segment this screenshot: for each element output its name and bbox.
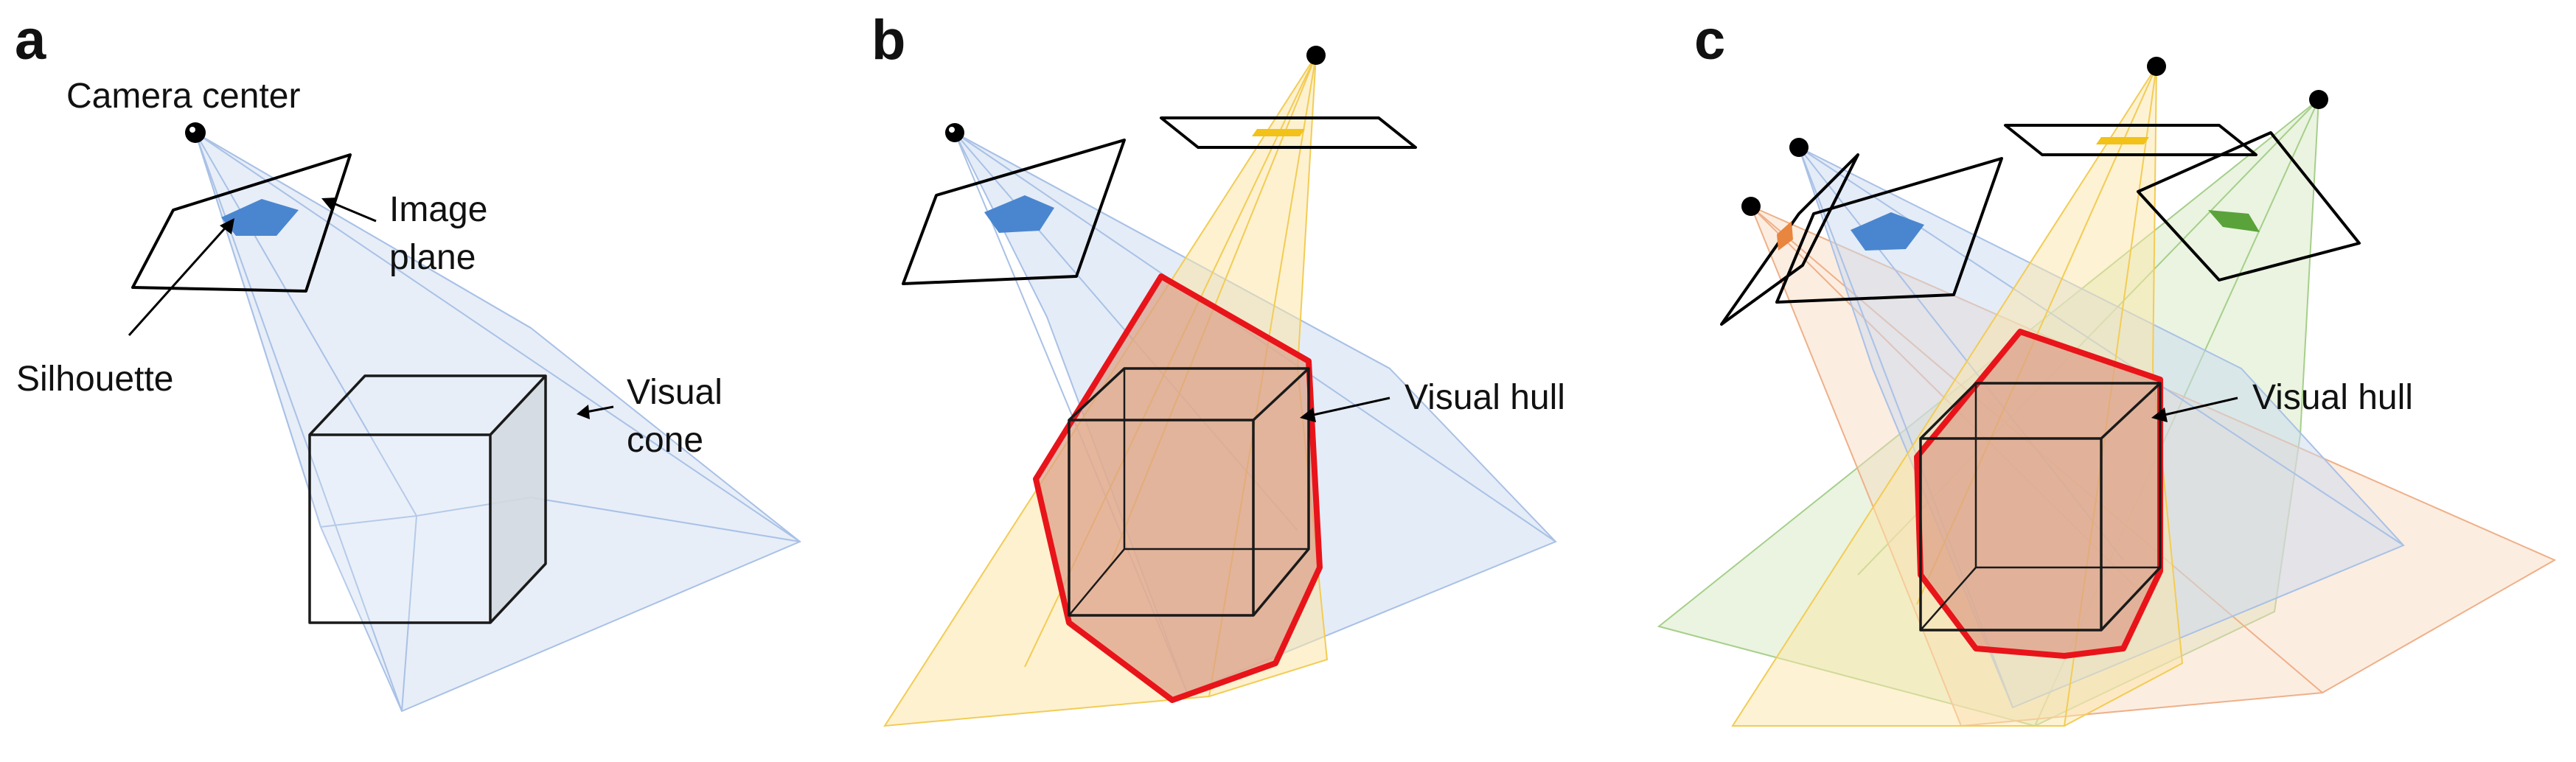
image-plane-orange xyxy=(1720,153,1859,326)
visual-hull-pointer xyxy=(2157,396,2238,418)
image-plane-blue xyxy=(902,139,1126,285)
image-plane-blue xyxy=(1775,157,2003,304)
camera-center-dot xyxy=(1741,197,1761,216)
arrowhead xyxy=(2151,408,2168,422)
image-plane xyxy=(131,153,352,293)
arrowhead xyxy=(220,218,234,234)
cone-base-edge xyxy=(401,515,417,712)
camera-center-highlight xyxy=(949,127,955,133)
yellow-silhouette xyxy=(2096,137,2149,144)
arrowhead xyxy=(321,198,338,211)
cone-base xyxy=(320,496,801,542)
panel-letter-c: c xyxy=(1694,9,1725,71)
cone-ray xyxy=(195,132,532,329)
cube-hidden-edge xyxy=(1920,567,1977,631)
blue-visual-cone xyxy=(194,130,801,713)
camera-center-dot xyxy=(2309,90,2328,109)
visual-hull-pointer xyxy=(1306,396,1390,418)
blue-silhouette xyxy=(1851,212,1924,251)
yellow-silhouette xyxy=(1252,129,1305,136)
visual-cone-label-line1: Visual xyxy=(627,373,723,412)
blue-silhouette xyxy=(221,199,299,236)
orange-silhouette xyxy=(1777,221,1793,251)
visual-cone-label-line2: cone xyxy=(627,421,703,460)
cube xyxy=(308,374,547,624)
image-plane-label-line2: plane xyxy=(389,238,476,277)
image-plane-yellow xyxy=(2004,124,2258,156)
image-plane-green xyxy=(2137,131,2361,282)
panel-letter-b: b xyxy=(871,9,905,71)
cone-ray xyxy=(195,132,801,542)
camera-center-label: Camera center xyxy=(66,77,300,116)
cone-ray xyxy=(195,132,321,528)
panel-a: a Camera center Image plane Silhouette V… xyxy=(15,9,801,713)
green-silhouette xyxy=(2208,210,2260,232)
cube-hidden-edge xyxy=(1068,548,1125,616)
silhouette-label: Silhouette xyxy=(16,360,174,399)
camera-center-dot xyxy=(1306,46,1326,65)
cube-front-face xyxy=(310,435,490,623)
cube xyxy=(1919,382,2162,632)
cone-ray xyxy=(954,132,1390,369)
visual-hull-label: Visual hull xyxy=(2252,378,2413,417)
panel-c: c Visual hull xyxy=(1657,9,2557,727)
visual-hull xyxy=(1033,273,1323,703)
camera-center-highlight xyxy=(189,127,195,133)
visual-hull-label: Visual hull xyxy=(1404,378,1565,417)
cube xyxy=(1068,367,1310,617)
arrowhead xyxy=(577,405,590,419)
cone-ray xyxy=(195,132,417,517)
camera-center-dot xyxy=(2147,57,2166,76)
arrowhead xyxy=(1300,408,1316,422)
camera-center-dot xyxy=(945,123,964,142)
panel-b: b Visual hull xyxy=(871,9,1565,727)
camera-center-dot xyxy=(185,122,206,143)
silhouette-pointer xyxy=(128,221,232,337)
camera-center-dot xyxy=(1789,138,1809,157)
panel-letter-a: a xyxy=(15,9,46,71)
image-plane-label-line1: Image xyxy=(389,190,487,229)
cube-side-face xyxy=(490,376,546,623)
blue-silhouette xyxy=(984,195,1054,233)
image-plane-yellow xyxy=(1160,116,1417,149)
image-plane-pointer xyxy=(326,199,377,223)
